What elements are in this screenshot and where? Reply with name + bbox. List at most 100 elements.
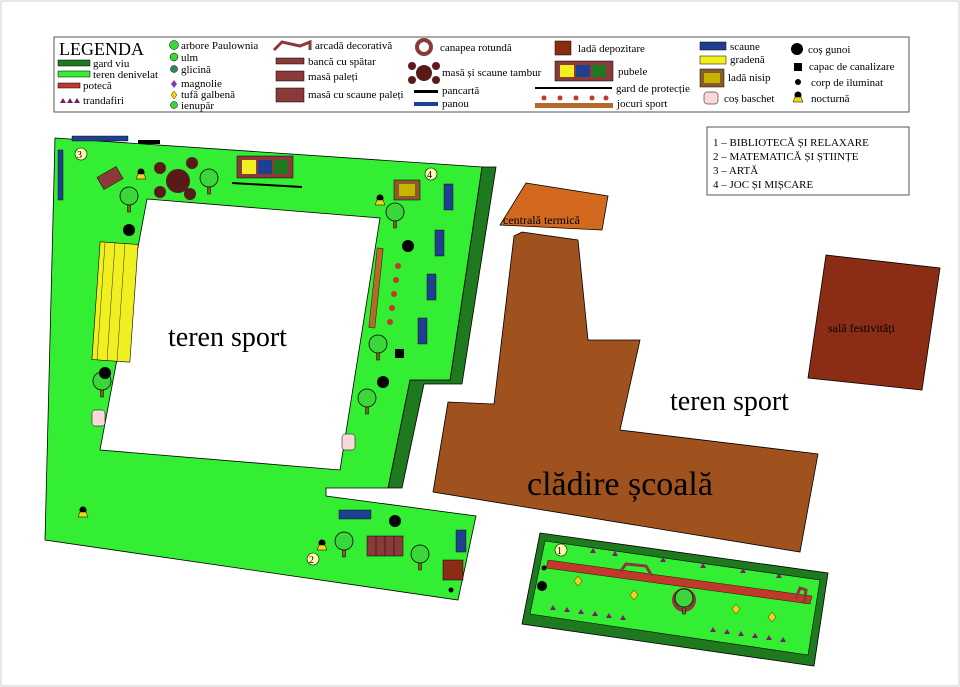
sala-festivitati-label: sală festivități xyxy=(828,321,896,335)
banca-cu-spatar-icon xyxy=(275,57,305,65)
legend-poteca: potecă xyxy=(83,80,112,92)
sandbox xyxy=(393,179,421,201)
legend-pubele: pubele xyxy=(618,66,647,78)
masa-paleti-icon xyxy=(275,70,305,82)
top-blue-panel xyxy=(71,135,129,142)
roses-row-top xyxy=(590,548,782,578)
trash-bin-2 xyxy=(402,240,414,252)
legend-ulm: ulm xyxy=(181,52,199,64)
zone-marker-1-circle xyxy=(554,543,568,557)
chairs-southeast xyxy=(455,529,467,553)
legend-pancarta: pancartă xyxy=(442,85,479,97)
zone-marker-2-circle xyxy=(306,552,320,566)
legend-tufa-galbena: tufă galbenă xyxy=(181,89,235,101)
legend-capac-de-canalizare: capac de canalizare xyxy=(809,61,895,73)
gradena-icon xyxy=(699,55,727,65)
trash-bin-3 xyxy=(377,376,389,388)
legend-teren-denivelat: teren denivelat xyxy=(93,69,158,81)
buildings: centrală termică clădire școală teren sp… xyxy=(432,182,941,553)
cladire-scoala xyxy=(432,231,819,553)
legend-gard-viu: gard viu xyxy=(93,58,130,70)
legend-arbore-paulownia: arbore Paulownia xyxy=(181,40,258,52)
basketball-hoop-east xyxy=(341,433,356,451)
cos-baschet-icon xyxy=(703,91,719,105)
legend-lada-nisip: ladă nisip xyxy=(728,72,771,84)
left-blue-panel xyxy=(57,149,64,201)
sport-field-east-label: teren sport xyxy=(670,386,789,417)
trash-bin-5 xyxy=(389,515,401,527)
library-light xyxy=(541,565,547,571)
zones-box: 1 – BIBLIOTECĂ ȘI RELAXARE 2 – MATEMATIC… xyxy=(706,126,910,196)
legend-gradena: gradenă xyxy=(730,54,765,66)
trandafiri-icon xyxy=(60,98,80,103)
legend-scaune: scaune xyxy=(730,41,760,53)
trash-bin-4 xyxy=(99,367,111,379)
pancarta-top xyxy=(231,182,303,188)
legend-cos-gunoi: coș gunoi xyxy=(808,44,850,56)
pancarta-icon xyxy=(414,90,438,93)
capac-de-canalizare-icon xyxy=(794,63,802,71)
legend-cos-baschet: coș baschet xyxy=(724,93,774,105)
magnolie-icon xyxy=(171,80,177,88)
legend-glicina: glicină xyxy=(181,64,211,76)
bleachers xyxy=(91,241,139,363)
zone-3-label: 3 – ARTĂ xyxy=(713,165,758,177)
storage-box-south xyxy=(442,559,464,581)
legend-gard-de-protectie: gard de protecție xyxy=(616,83,690,95)
pubele-icon xyxy=(554,60,614,82)
lada-depozitare-icon xyxy=(554,40,572,56)
ulm-icon xyxy=(169,52,179,62)
trash-bin-1 xyxy=(123,224,135,236)
sport-field-west xyxy=(99,198,381,471)
roses-row-bottom xyxy=(550,605,786,642)
legend-trandafiri: trandafiri xyxy=(83,95,124,107)
centrala-termica xyxy=(499,182,609,231)
tambur-table xyxy=(154,157,198,200)
left-yard: teren sport xyxy=(44,135,497,601)
legend-lada-depozitare: ladă depozitare xyxy=(578,43,645,55)
top-black-sign xyxy=(138,140,160,144)
arcada-decorativa-icon xyxy=(272,39,312,52)
legend-nocturna: nocturnă xyxy=(811,93,850,105)
sport-games-dots xyxy=(387,263,401,325)
lada-nisip-icon xyxy=(699,68,725,88)
library-garden: 1 xyxy=(521,532,829,667)
bins-top xyxy=(236,155,294,179)
legend-masa-cu-scaune-paleti: masă cu scaune paleți xyxy=(308,89,404,101)
chairs-south xyxy=(338,509,372,520)
masa-si-scaune-tambur-icon xyxy=(408,62,440,84)
panou-icon xyxy=(414,102,438,106)
zone-1-label: 1 – BIBLIOTECĂ ȘI RELAXARE xyxy=(713,137,869,149)
library-trash-bin xyxy=(537,581,547,591)
legend: LEGENDA gard viu teren denivelat potecă … xyxy=(53,36,910,113)
gard-viu-swatch xyxy=(57,59,91,67)
zone-marker-3-circle xyxy=(74,147,88,161)
corp-de-iluminat-icon xyxy=(795,79,801,85)
legend-panou: panou xyxy=(442,98,469,110)
zone-marker-3: 3 xyxy=(77,150,82,161)
zones-box-frame xyxy=(706,126,910,196)
legend-masa-paleti: masă paleți xyxy=(308,71,358,83)
jocuri-sport-icon xyxy=(541,95,609,101)
arch-left xyxy=(618,562,654,577)
legend-jocuri-sport: jocuri sport xyxy=(616,98,667,110)
basketball-hoop-west xyxy=(91,409,106,427)
jocuri-sport-base xyxy=(535,103,613,108)
zone-marker-4-circle xyxy=(424,167,438,181)
legend-magnolie: magnolie xyxy=(181,78,222,90)
sala-festivitati xyxy=(807,254,941,391)
library-path xyxy=(545,559,813,605)
path-east xyxy=(368,247,384,329)
teren-denivelat-swatch xyxy=(57,70,91,78)
zone-marker-4: 4 xyxy=(427,170,432,181)
legend-canapea-rotunda: canapea rotundă xyxy=(440,42,512,54)
canapea-rotunda-icon xyxy=(415,38,433,56)
centrala-termica-label: centrală termică xyxy=(503,213,581,227)
arch-right xyxy=(794,586,808,605)
light-post-south xyxy=(448,587,454,593)
sport-field-west-label: teren sport xyxy=(168,322,287,353)
legend-masa-si-scaune-tambur: masă și scaune tambur xyxy=(442,67,542,79)
legend-box xyxy=(53,36,910,113)
zone-2-label: 2 – MATEMATICĂ ȘI ȘTIINȚE xyxy=(713,151,859,163)
